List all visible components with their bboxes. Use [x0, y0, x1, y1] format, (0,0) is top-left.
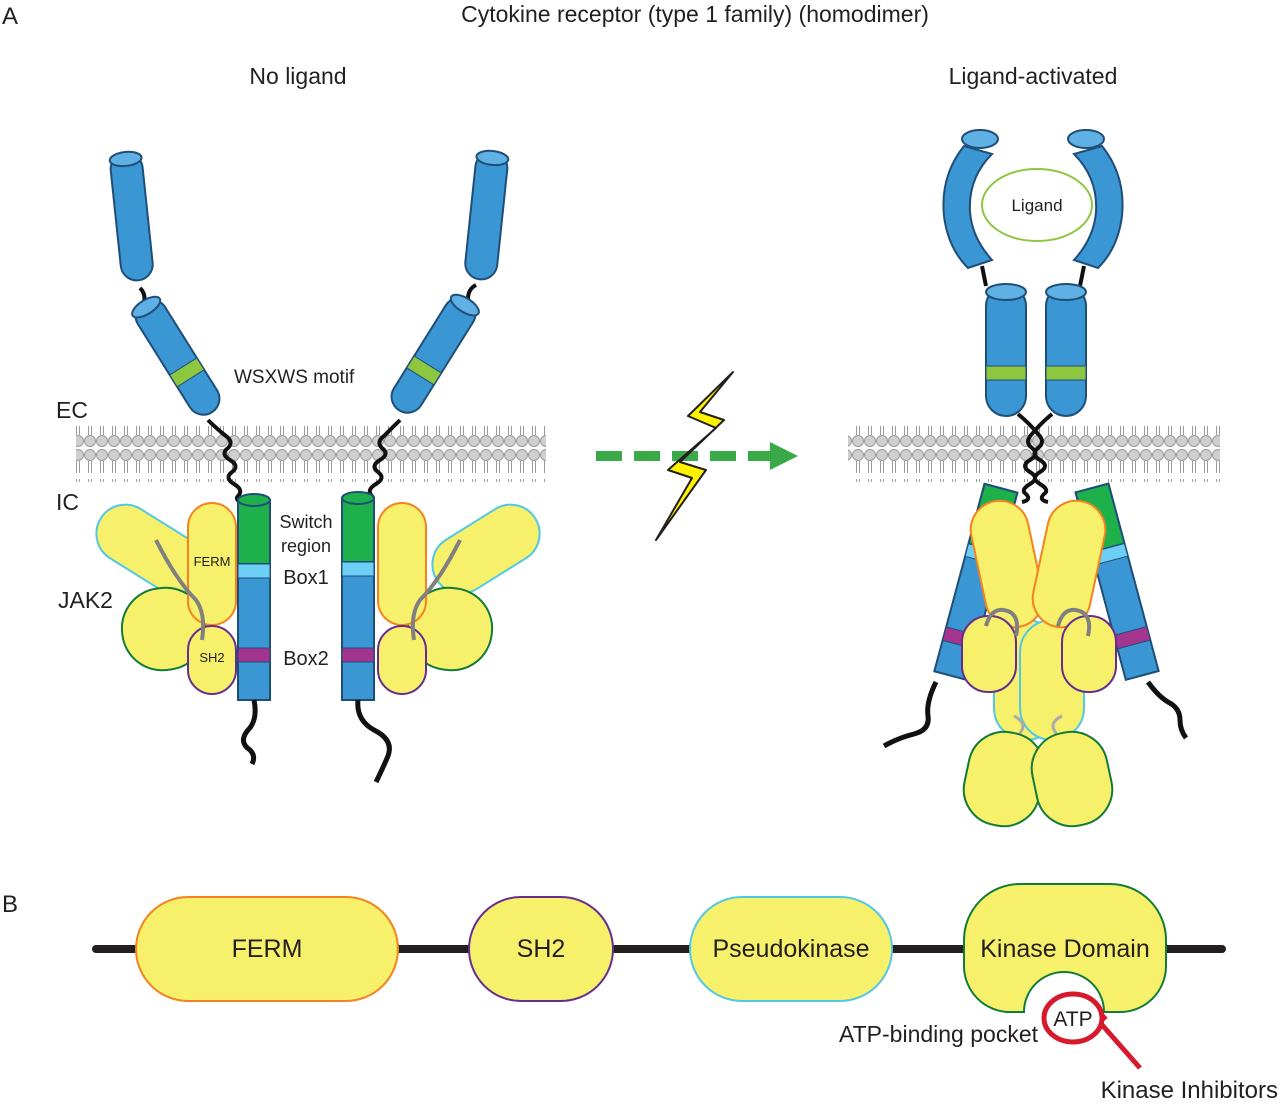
- sh2-domain-bar-label: SH2: [517, 935, 566, 963]
- jak2-left-1: FERM SH2: [95, 502, 237, 695]
- ic-label: IC: [56, 489, 79, 515]
- ligand-label: Ligand: [1011, 196, 1062, 215]
- box2-1: [237, 647, 271, 663]
- transmembrane-helix-1: [206, 418, 247, 508]
- ferm-domain-bar-label: FERM: [232, 935, 303, 963]
- kinase-domain-4: [1030, 730, 1114, 828]
- switch-label-line2: region: [281, 536, 331, 556]
- c-terminal-tail-2: [355, 699, 392, 784]
- cytokine-binding-domain-2: [390, 293, 480, 414]
- box2-2: [341, 647, 375, 663]
- switch-region-1: [237, 499, 271, 565]
- bent-extracellular-domain-2: [1072, 144, 1124, 270]
- sh2-domain-1: [187, 625, 237, 695]
- extracellular-domain-1: [108, 150, 154, 282]
- box1-2: [341, 561, 375, 577]
- kinase-domain-bar: [963, 883, 1167, 1013]
- panel-a-letter: A: [2, 3, 18, 30]
- sh2-domain-3: [961, 615, 1017, 693]
- wsxws-band-2: [406, 355, 442, 386]
- intracellular-domain-2: [341, 491, 375, 701]
- ferm-domain-bar: [135, 896, 399, 1002]
- linker-2: [466, 283, 477, 300]
- wsxws-band-1: [169, 357, 205, 388]
- ferm-domain-2: [377, 502, 427, 626]
- receptor-left-monomer-1: [108, 150, 271, 766]
- lightning-bolt-icon: [655, 371, 734, 541]
- atp-binding-pocket-label: ATP-binding pocket: [839, 1021, 1039, 1047]
- jak-linker-2: [410, 539, 462, 641]
- atp-label: ATP: [1053, 1008, 1092, 1031]
- box1-1: [237, 563, 271, 579]
- ec-label: EC: [56, 397, 88, 423]
- jak-linker-1: [154, 539, 206, 641]
- sh2-domain-4: [1061, 615, 1117, 693]
- c-terminal-tail-3: [882, 680, 939, 749]
- receptor-left-monomer-2: [341, 149, 510, 784]
- c-terminal-tail-1: [241, 699, 258, 766]
- crossed-transmembrane-helix-2: [1021, 412, 1054, 504]
- cytokine-binding-domain-3: [985, 283, 1027, 417]
- intracellular-domain-1: [237, 493, 271, 701]
- panel-a-title: Cytokine receptor (type 1 family) (homod…: [461, 1, 929, 27]
- crossed-transmembrane-helix-1: [1016, 412, 1049, 504]
- kinase-domain-bar-label: Kinase Domain: [980, 935, 1150, 963]
- box1-label: Box1: [283, 567, 329, 589]
- cytokine-binding-domain-1: [131, 295, 221, 416]
- jak2-dimer: [961, 499, 1117, 828]
- c-terminal-tail-4: [1145, 680, 1189, 740]
- ligand-oval: [981, 168, 1093, 242]
- atp-binding-pocket: [1041, 991, 1105, 1045]
- membrane-bilayer-left: [76, 426, 546, 482]
- panel-b-letter: B: [2, 891, 18, 918]
- kinase-inhibitors-label: Kinase Inhibitors: [1101, 1077, 1278, 1104]
- pseudokinase-domain-bar: [689, 896, 893, 1002]
- ferm-domain-3: [969, 499, 1045, 629]
- jak2-left-2: [377, 502, 541, 695]
- switch-region-2: [341, 497, 375, 563]
- box2-label: Box2: [283, 648, 329, 670]
- ferm-domain-4: [1031, 499, 1107, 629]
- pseudokinase-domain-bar-label: Pseudokinase: [712, 935, 869, 963]
- extracellular-domain-2: [464, 149, 510, 281]
- sh2-label: SH2: [199, 650, 224, 665]
- ferm-label: FERM: [194, 554, 231, 569]
- bent-extracellular-domain-1: [942, 144, 994, 270]
- switch-label-line1: Switch: [279, 512, 332, 532]
- inhibitor-line: [1094, 1016, 1142, 1070]
- cytokine-binding-domain-4: [1045, 283, 1087, 417]
- sh2-domain-2: [377, 625, 427, 695]
- ligand-activated-label: Ligand-activated: [949, 63, 1118, 89]
- no-ligand-label: No ligand: [249, 63, 346, 89]
- sh2-domain-bar: [468, 896, 614, 1002]
- jak2-label: JAK2: [58, 587, 113, 613]
- motif-label: WSXWS motif: [234, 367, 355, 388]
